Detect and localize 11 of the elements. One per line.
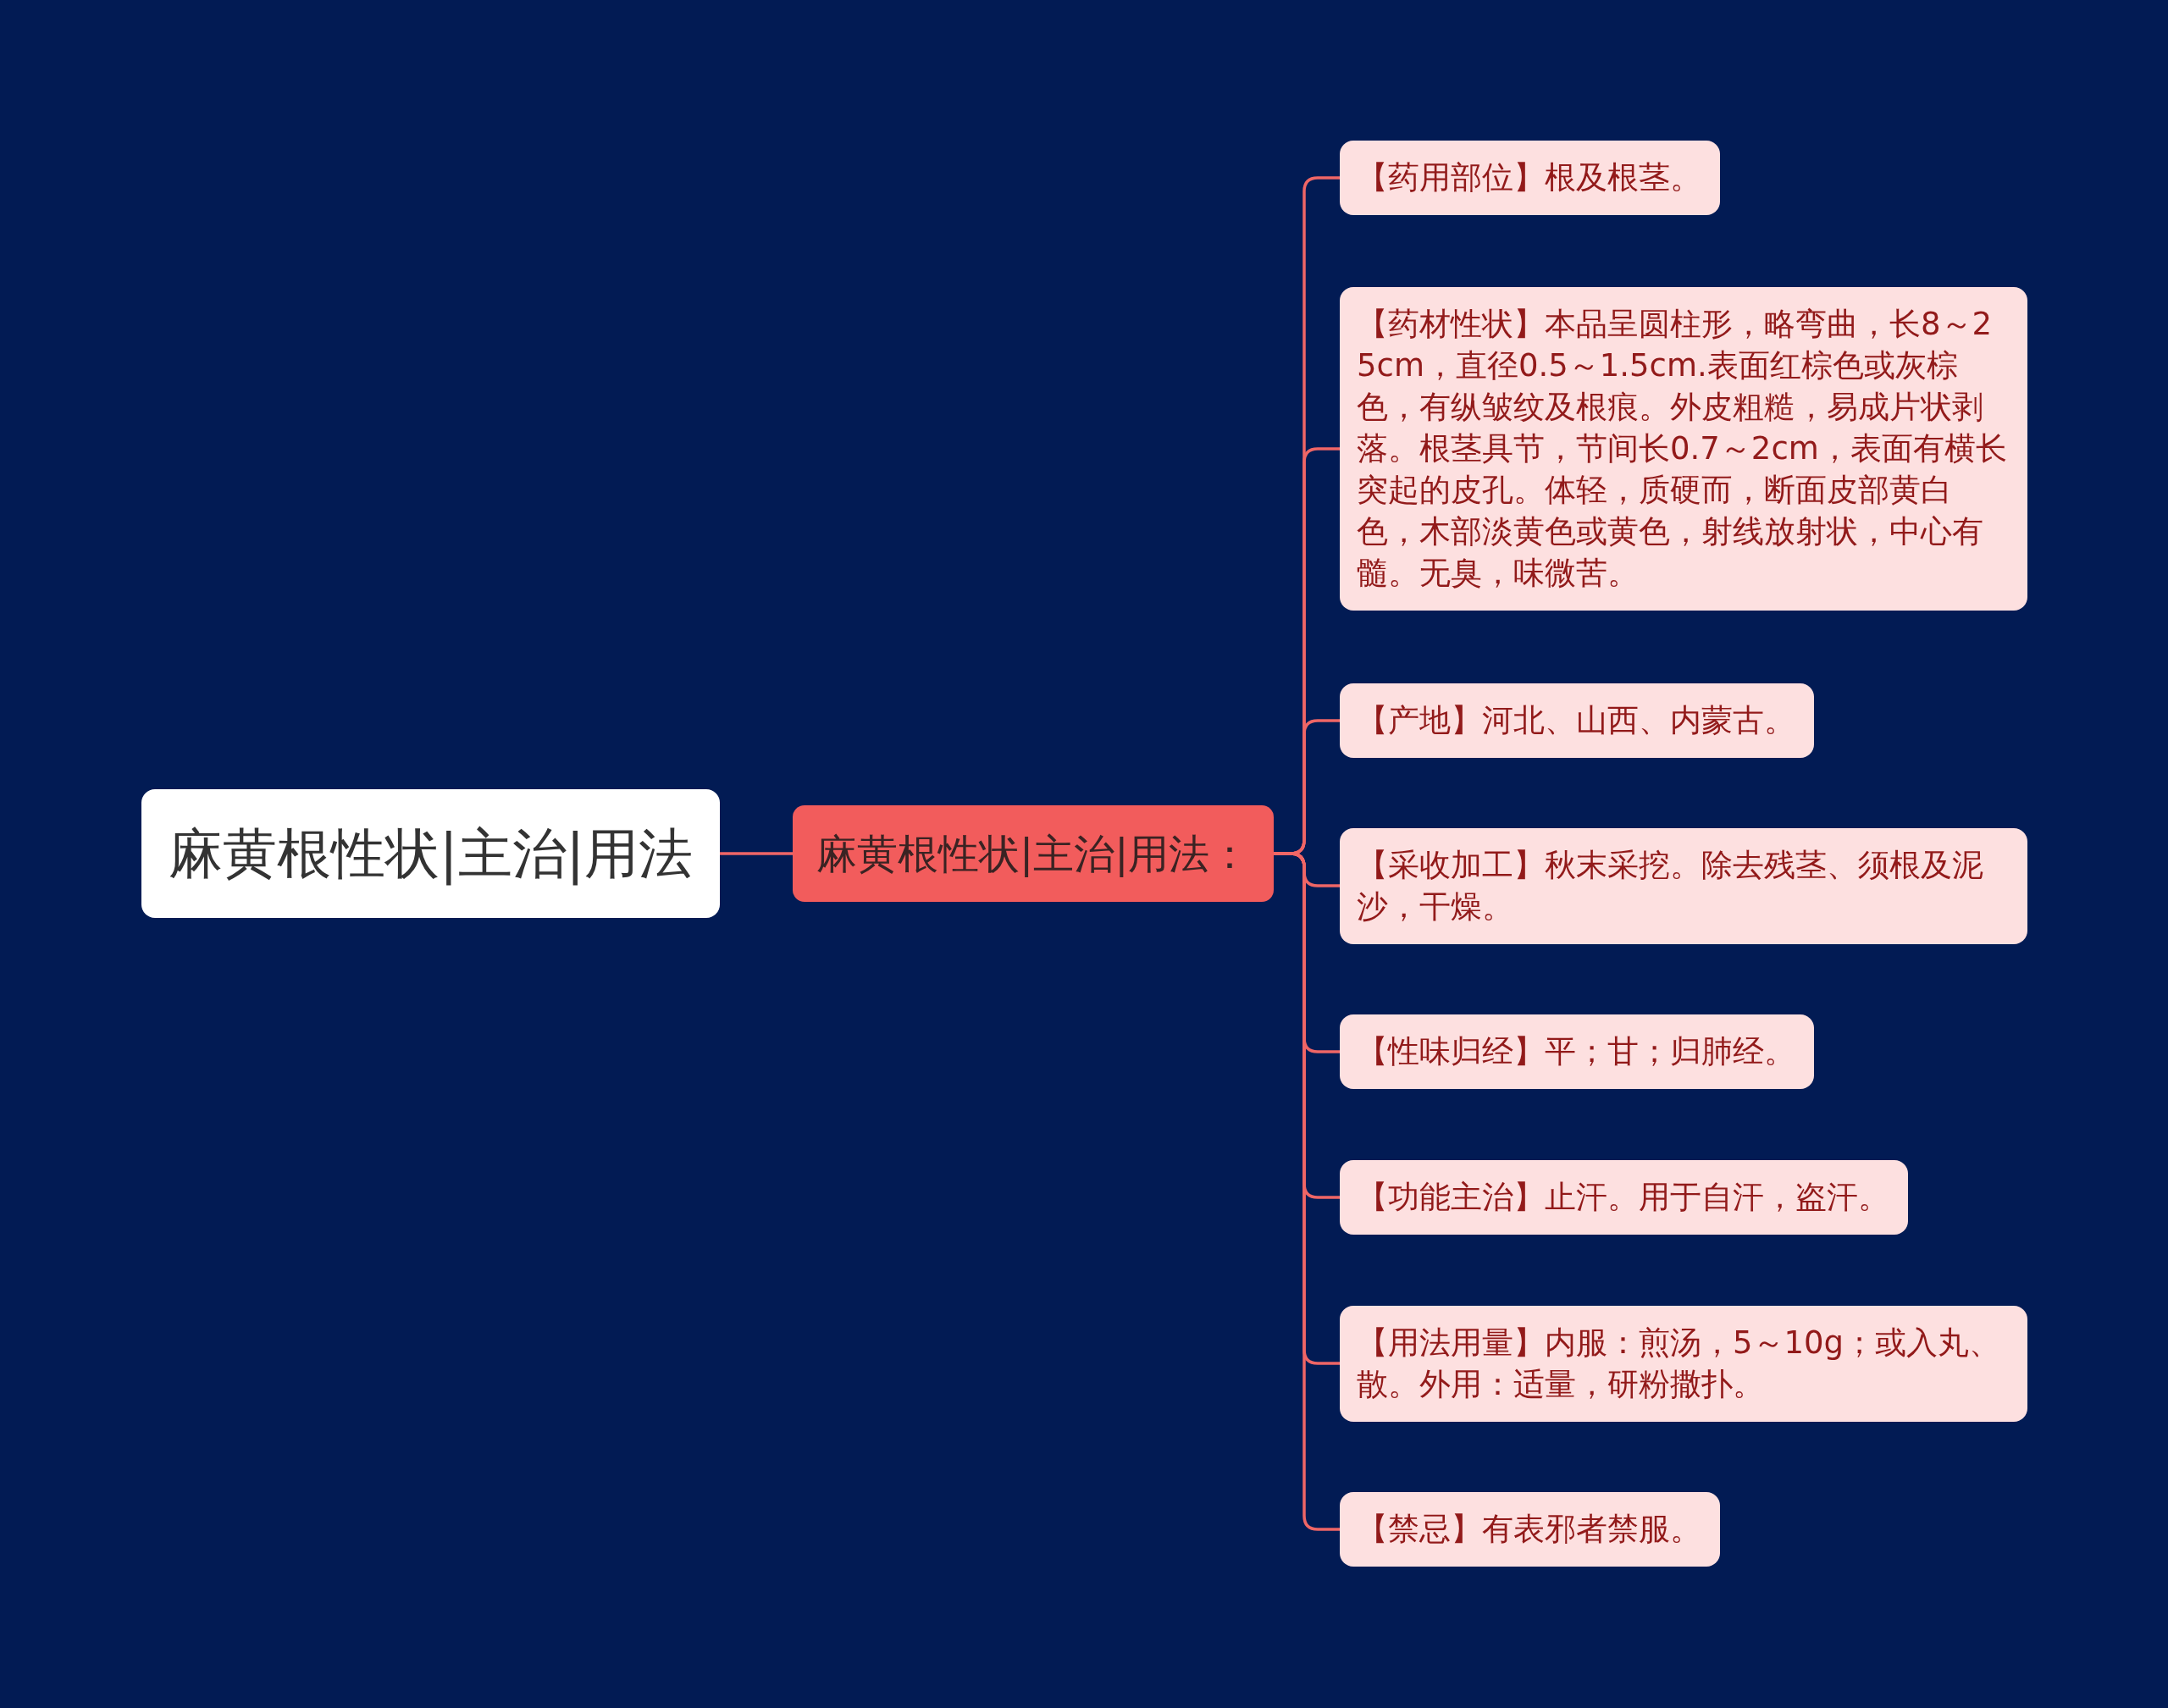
root-topic-box: 麻黄根性状|主治|用法: [141, 789, 721, 918]
detail-box: 【药用部位】根及根茎。: [1340, 141, 1720, 215]
detail-box: 【药材性状】本品呈圆柱形，略弯曲，长8～25cm，直径0.5～1.5cm.表面红棕色或灰棕色，有纵皱纹及根痕。外皮粗糙，易成片状剥落。根茎具节，节间长0.7～2cm，表面有横长突起的皮孔。体轻，质硬而，断面皮部黄白色，木部淡黄色或黄色，射线放射状，中心有髓。无臭，味微苦。: [1340, 287, 2027, 611]
detail-box: 【性味归经】平；甘；归肺经。: [1340, 1014, 1814, 1089]
detail-box: 【功能主治】止汗。用于自汗，盗汗。: [1340, 1160, 1908, 1235]
detail-box: 【用法用量】内服：煎汤，5～10g；或入丸、散。外用：适量，研粉撒扑。: [1340, 1305, 2027, 1422]
detail-box: 【禁忌】有表邪者禁服。: [1340, 1492, 1720, 1567]
detail-box: 【产地】河北、山西、内蒙古。: [1340, 683, 1814, 758]
subtopic-box: 麻黄根性状|主治|用法：: [793, 805, 1275, 902]
connector-line: [720, 852, 793, 855]
detail-box: 【采收加工】秋末采挖。除去残茎、须根及泥沙，干燥。: [1340, 827, 2027, 944]
